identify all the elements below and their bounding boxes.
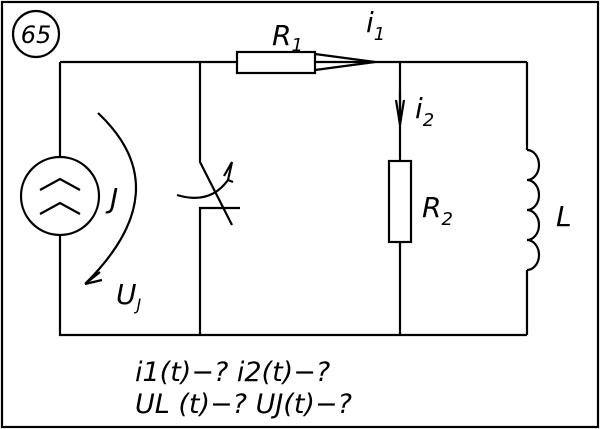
label-l: L (556, 200, 572, 233)
voltage-uj-arrow (84, 112, 138, 286)
problem-number-badge: 65 (11, 9, 61, 59)
resistor-r2 (387, 159, 413, 244)
label-i1: i1 (366, 6, 385, 45)
current-i2-arrow (394, 92, 406, 126)
switch (176, 62, 240, 335)
current-i1-arrow (314, 52, 376, 72)
question-line-2: UL (t)−? UJ(t)−? (135, 389, 352, 420)
label-uj: UJ (116, 278, 142, 314)
resistor-r1 (235, 50, 317, 75)
label-i2: i2 (415, 92, 434, 131)
label-source-j: J (105, 182, 118, 215)
svg-text:65: 65 (21, 21, 52, 49)
question-line-1: i1(t)−? i2(t)−? (135, 357, 330, 388)
label-r1: R1 (272, 19, 303, 56)
current-source (19, 155, 101, 237)
inductor-l (526, 148, 541, 272)
label-r2: R2 (422, 191, 453, 230)
